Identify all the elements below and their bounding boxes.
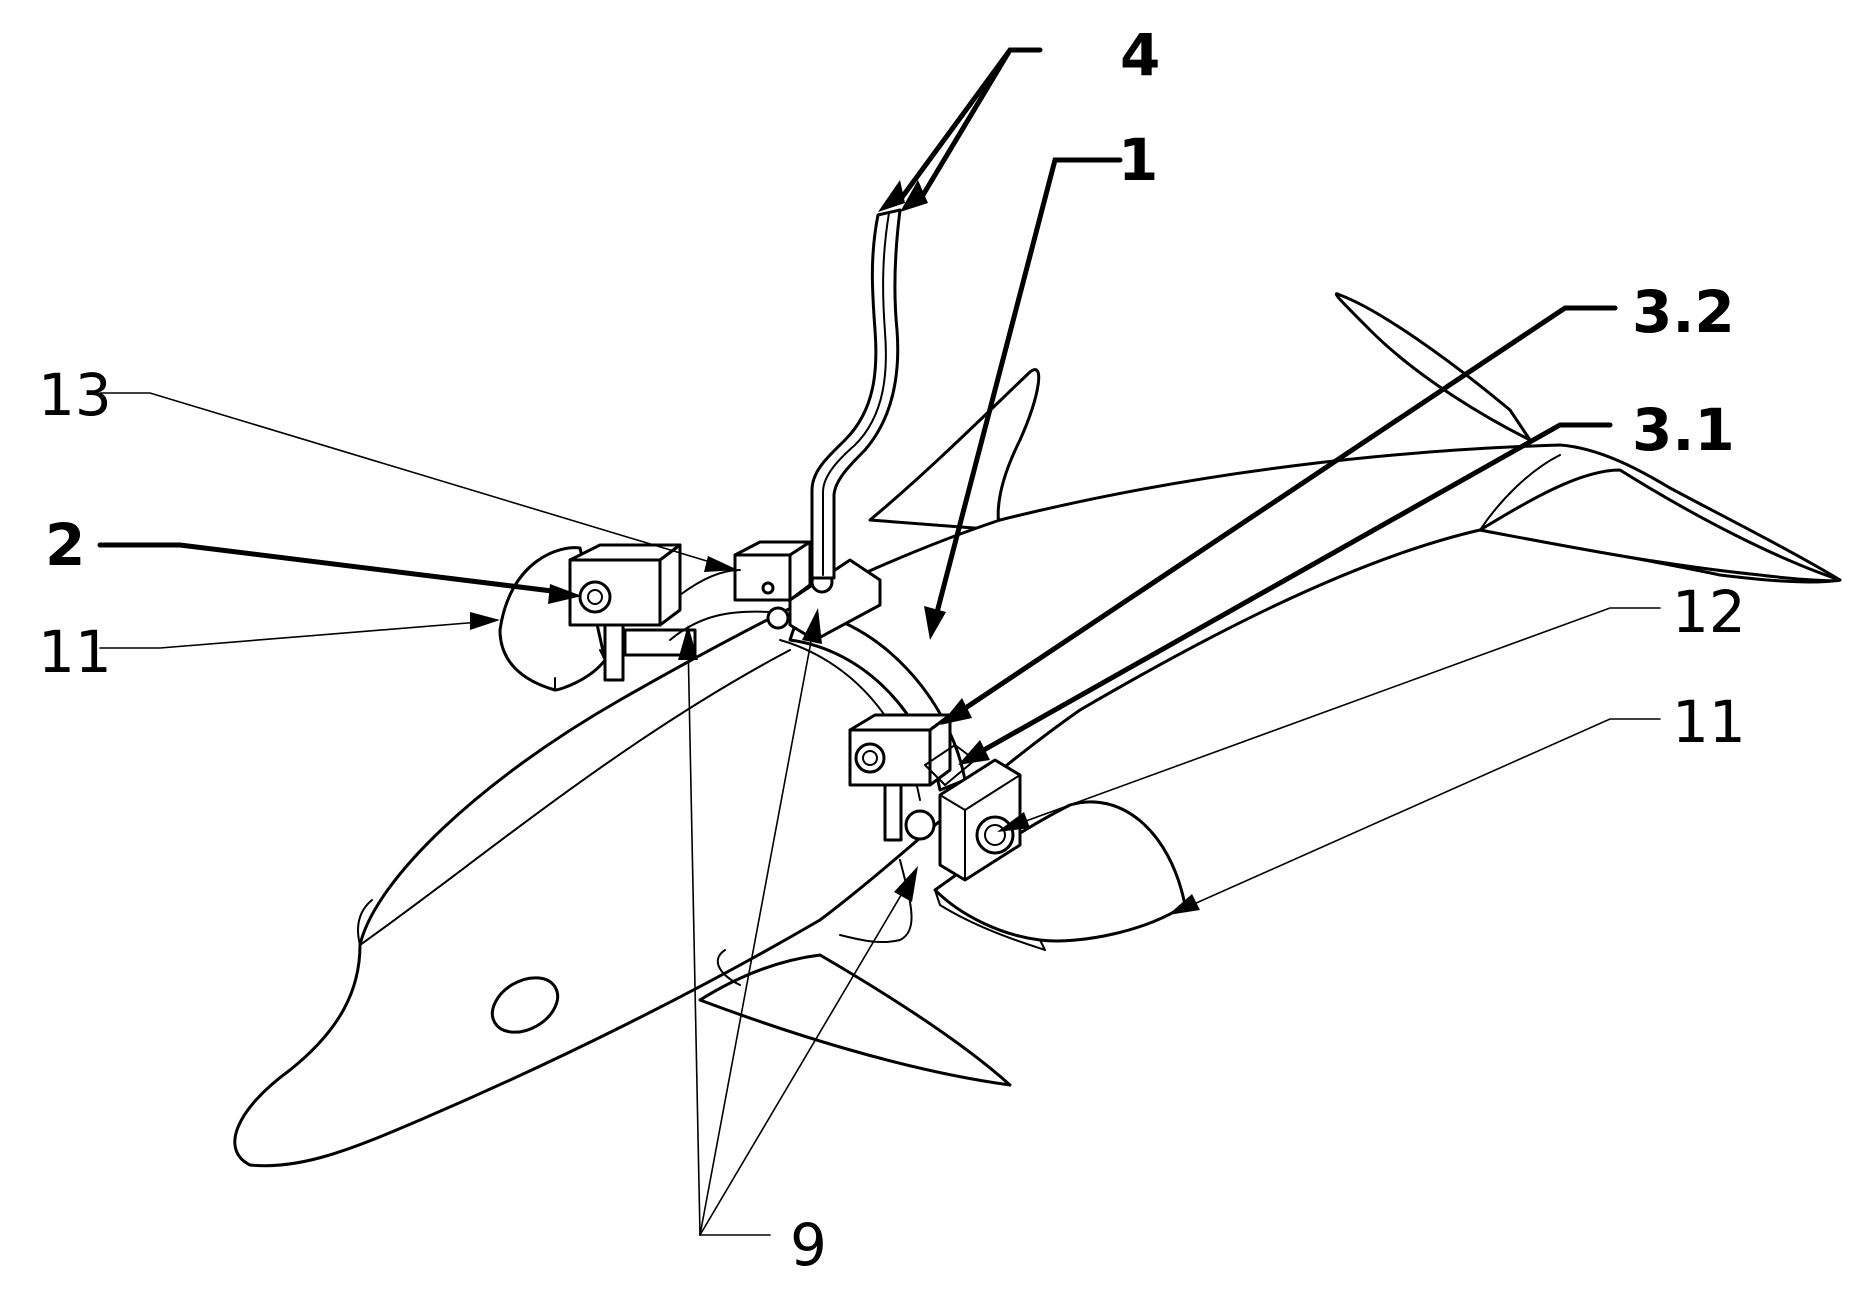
arrow-3-1 — [958, 740, 990, 765]
dolphin-body — [233, 443, 1842, 1168]
body-crease — [359, 649, 791, 946]
right-module-lens — [854, 742, 886, 774]
arrow-12 — [997, 812, 1030, 832]
left-cable-b — [669, 610, 771, 641]
label-11-left: 11 — [38, 618, 112, 686]
right-housing-port-inner — [984, 824, 1006, 846]
melon-line — [357, 899, 373, 946]
leader-3-1 — [972, 422, 1613, 758]
label-2: 2 — [45, 511, 85, 579]
right-module-side — [928, 713, 952, 787]
label-9: 9 — [790, 1211, 827, 1279]
leader-11-right — [1184, 718, 1661, 909]
tail-crease — [1479, 454, 1561, 531]
arrow-4-a — [878, 180, 905, 212]
label-12: 12 — [1672, 578, 1746, 646]
left-module-side — [658, 543, 682, 627]
top-center-block — [733, 553, 792, 602]
leader-9-b — [699, 619, 816, 1236]
leader-11-left — [99, 621, 481, 649]
label-13: 13 — [38, 361, 112, 429]
antenna-tube — [810, 208, 902, 580]
arrow-4-b — [900, 180, 928, 212]
leader-9-c — [699, 879, 911, 1236]
arrow-9-a — [678, 625, 698, 660]
right-roller — [904, 809, 936, 841]
arrow-1 — [924, 606, 946, 640]
left-bracket — [603, 623, 625, 682]
antenna-tube-center — [822, 212, 890, 576]
arrow-13 — [704, 556, 738, 572]
label-3-2: 3.2 — [1632, 278, 1735, 346]
right-bracket — [883, 783, 903, 842]
arrow-9-c — [894, 866, 918, 902]
right-module-lens-inner — [862, 750, 878, 766]
tail-fluke — [1334, 292, 1532, 442]
left-module-lens — [578, 580, 612, 614]
pectoral-fin-root — [716, 949, 741, 986]
leader-3-2 — [952, 305, 1618, 718]
arrow-2 — [548, 584, 582, 604]
label-1: 1 — [1118, 126, 1158, 194]
label-4: 4 — [1120, 21, 1160, 89]
leader-13 — [99, 392, 721, 566]
leader-4-b — [917, 47, 1013, 203]
top-roller-left — [766, 606, 790, 630]
dorsal-fin — [868, 368, 1041, 532]
right-housing-edge — [939, 774, 1021, 881]
right-side-plate — [933, 800, 1187, 943]
arrow-11-left — [470, 612, 500, 630]
label-3-1: 3.1 — [1632, 396, 1735, 464]
top-center-block-port — [761, 581, 775, 595]
leader-4-a — [897, 47, 1043, 203]
arrow-3-2 — [940, 698, 972, 725]
arrow-9-b — [802, 608, 822, 644]
right-side-plate-edge — [934, 889, 1046, 951]
pectoral-fin — [698, 953, 1012, 1087]
arrow-11-right — [1168, 894, 1200, 915]
leader-2 — [97, 542, 563, 595]
leader-1 — [932, 157, 1123, 623]
left-module-lens-inner — [587, 589, 603, 605]
left-cable-a — [679, 569, 741, 596]
tail-fluke-lower — [1478, 468, 1842, 583]
leader-12 — [1014, 607, 1661, 826]
right-housing-port — [975, 815, 1015, 855]
label-11-right: 11 — [1672, 688, 1746, 756]
eye — [490, 976, 560, 1034]
